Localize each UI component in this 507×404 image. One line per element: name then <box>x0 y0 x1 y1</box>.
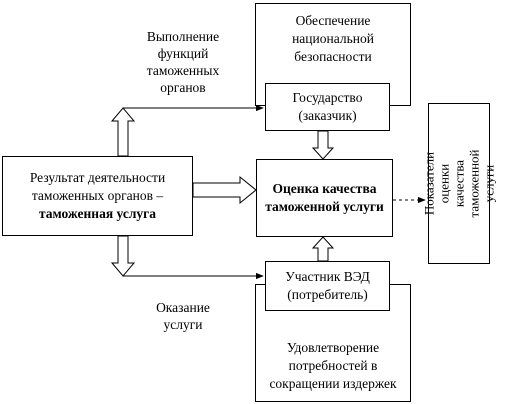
security-text: Обеспечение национальной безопасности <box>292 13 374 64</box>
participant-to-quality-arrow <box>311 236 335 262</box>
providing-label: Оказание услуги <box>156 300 210 332</box>
indicators-box: Показатели оценки качества таможенной ус… <box>422 103 497 264</box>
needs-text: Удовлетворение потребностей в сокращении… <box>269 340 397 391</box>
functions-label: Выполнение функций таможенных органов <box>146 29 220 95</box>
down-block-arrow <box>110 235 136 277</box>
result-text: Результат деятельности таможенных органо… <box>29 170 166 203</box>
participant-box: Участник ВЭД (потребитель) <box>265 261 390 311</box>
indicators-text: Показатели оценки качества таможенной ус… <box>421 149 497 218</box>
state-box: Государство (заказчик) <box>265 83 390 131</box>
participant-text: Участник ВЭД (потребитель) <box>285 269 370 302</box>
up-block-arrow <box>110 107 136 157</box>
result-text-bold: таможенная услуга <box>38 206 157 221</box>
state-text: Государство (заказчик) <box>292 90 363 123</box>
result-box: Результат деятельности таможенных органо… <box>2 156 193 236</box>
quality-text: Оценка качества таможенной услуги <box>265 181 384 214</box>
quality-box: Оценка качества таможенной услуги <box>256 159 393 237</box>
right-block-arrow <box>192 175 257 205</box>
state-to-quality-arrow <box>311 130 335 160</box>
